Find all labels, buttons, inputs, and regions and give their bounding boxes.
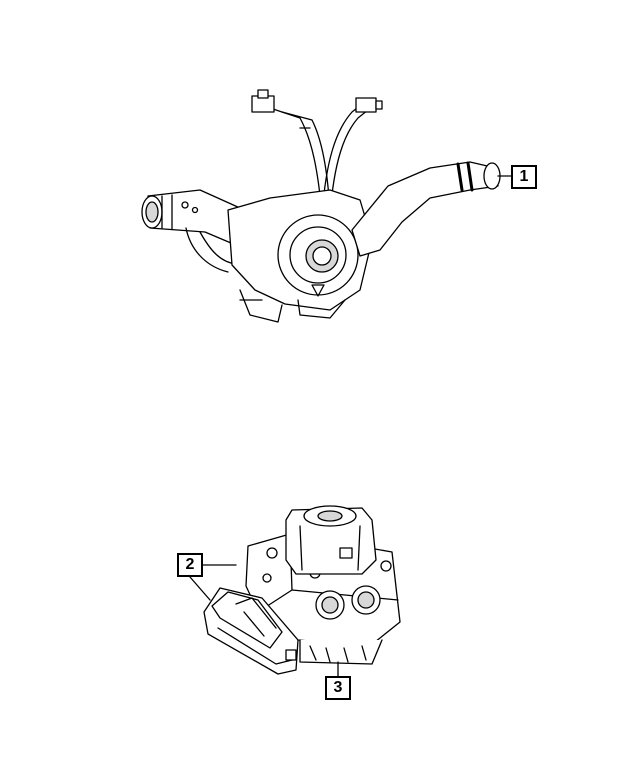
callout-3: 3 xyxy=(325,676,351,700)
leader-line-2b xyxy=(189,576,211,601)
left-turn-signal-stalk xyxy=(141,189,256,273)
switch-housing xyxy=(227,189,373,323)
multifunction-switch-assembly xyxy=(141,89,512,323)
electronic-control-module xyxy=(203,587,383,675)
pump-motor xyxy=(285,505,377,575)
callout-1: 1 xyxy=(511,165,537,189)
abs-module-assembly xyxy=(189,505,401,677)
right-wiper-stalk xyxy=(351,161,512,257)
callout-2: 2 xyxy=(177,553,203,577)
